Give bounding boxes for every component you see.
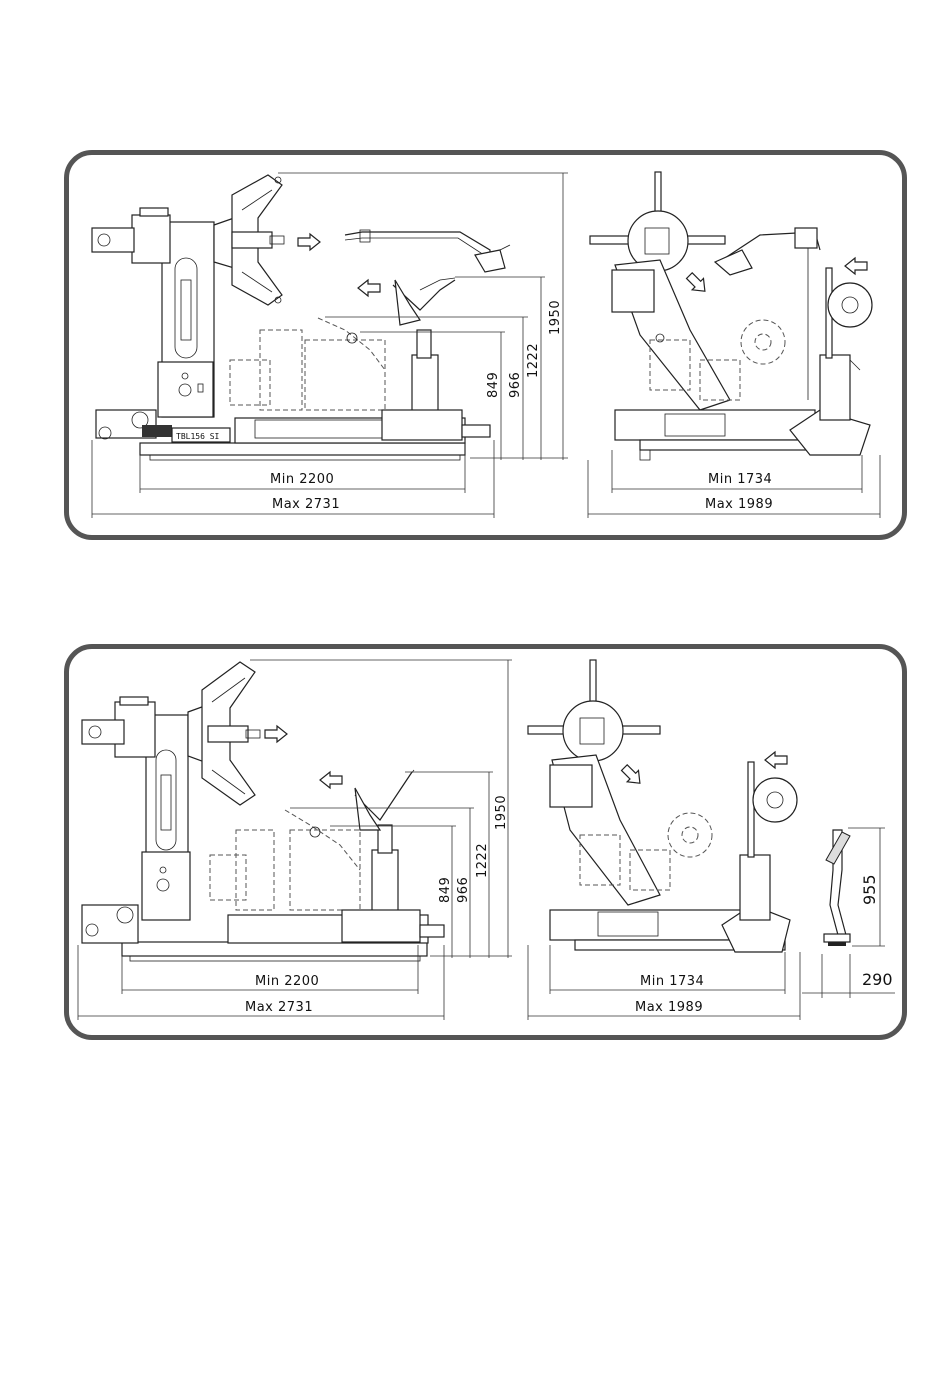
front-min-width-label-2: Min 1734 bbox=[640, 974, 704, 989]
min-length-label-2: Min 2200 bbox=[255, 974, 319, 989]
max-length-label-2: Max 2731 bbox=[245, 1000, 313, 1015]
front-max-width-label: Max 1989 bbox=[705, 497, 773, 512]
front-max-width-label-2: Max 1989 bbox=[635, 1000, 703, 1015]
height-1950-label-2: 1950 bbox=[494, 795, 509, 830]
height-849-label-2: 849 bbox=[438, 877, 453, 903]
min-length-label: Min 2200 bbox=[270, 472, 334, 487]
pedal-width-label: 290 bbox=[862, 970, 893, 989]
pedal-height-label: 955 bbox=[860, 874, 879, 905]
height-966-label-2: 966 bbox=[456, 877, 471, 903]
height-1222-label: 1222 bbox=[526, 343, 541, 378]
max-length-label: Max 2731 bbox=[272, 497, 340, 512]
height-849-label: 849 bbox=[486, 372, 501, 398]
height-1950-label: 1950 bbox=[548, 300, 563, 335]
side-view-machine-top: TBL156 SI bbox=[92, 175, 510, 460]
model-label: TBL156 SI bbox=[176, 432, 220, 441]
height-1222-label-2: 1222 bbox=[475, 843, 490, 878]
height-966-label: 966 bbox=[508, 372, 523, 398]
front-view-machine-top bbox=[590, 172, 872, 460]
front-view-machine-bottom bbox=[528, 660, 797, 952]
side-view-machine-bottom bbox=[82, 662, 444, 961]
front-min-width-label: Min 1734 bbox=[708, 472, 772, 487]
